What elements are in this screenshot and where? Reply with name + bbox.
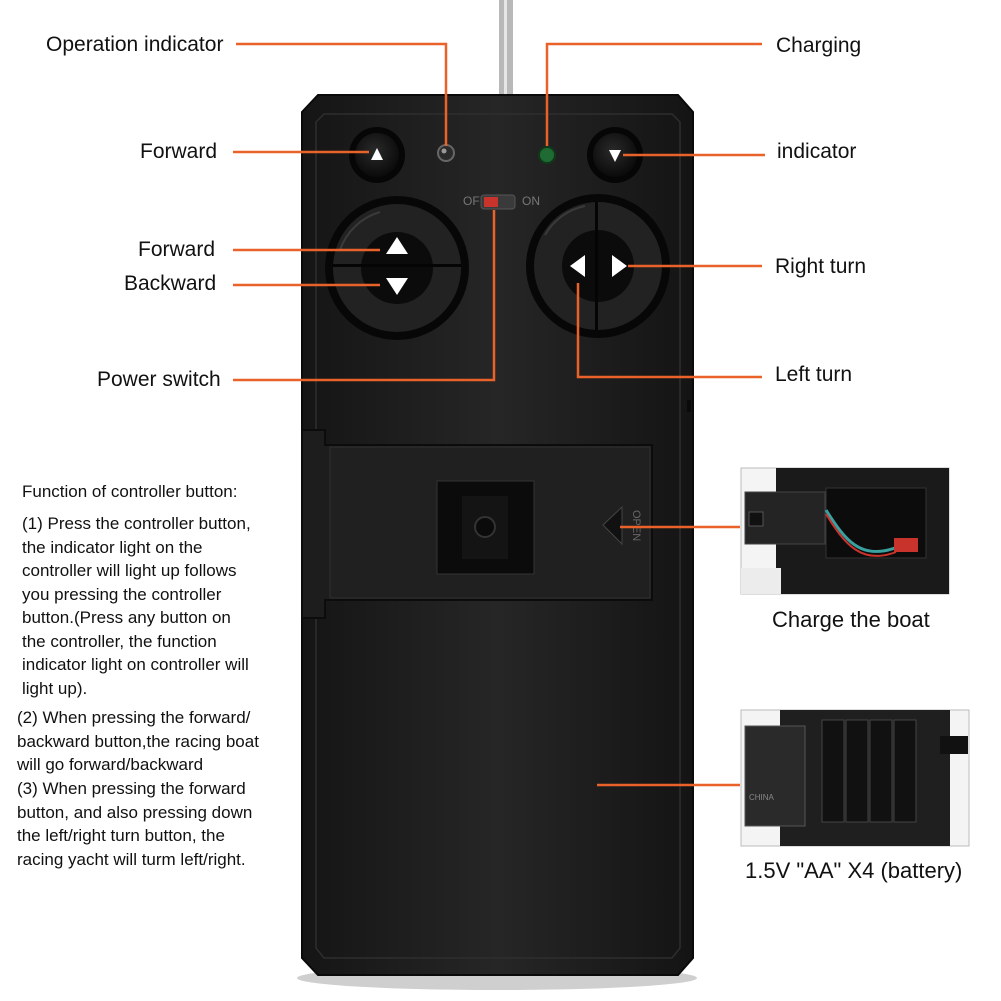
label-forward: Forward	[138, 238, 216, 261]
battery-mark-text: CHINA	[749, 793, 775, 802]
leader-operation-indicator	[236, 42, 448, 146]
label-operation-indicator: Operation indicator	[46, 33, 224, 56]
charging-indicator-light	[538, 146, 556, 164]
left-turn-button[interactable]	[570, 255, 585, 277]
leader-left-turn	[576, 283, 762, 379]
label-left-turn: Left turn	[775, 363, 853, 386]
label-power-switch: Power switch	[97, 368, 221, 391]
function-title: Function of controller button:	[22, 482, 238, 501]
function-item-1: (1) Press the controller button, the ind…	[22, 514, 251, 698]
function-item-2: (2) When pressing the forward/ backward …	[17, 708, 259, 774]
right-turn-button[interactable]	[612, 255, 627, 277]
charge-photo	[740, 467, 950, 595]
backward-button[interactable]	[386, 278, 408, 295]
small-backward-button[interactable]	[587, 127, 643, 183]
battery-photo: CHINA	[740, 709, 970, 847]
label-charging: Charging	[776, 34, 862, 57]
leader-charging	[545, 42, 762, 146]
forward-button[interactable]	[386, 237, 408, 254]
cover-open-text: OPEN	[630, 510, 642, 541]
label-indicator: indicator	[777, 140, 857, 163]
battery-cover[interactable]: OPEN	[301, 429, 653, 619]
leader-lines	[233, 42, 765, 787]
label-right-turn: Right turn	[775, 255, 867, 278]
label-forward-top: Forward	[140, 140, 218, 163]
leader-power-switch	[233, 210, 496, 382]
power-switch-knob[interactable]	[484, 197, 498, 207]
charge-caption: Charge the boat	[772, 607, 930, 632]
operation-indicator-light	[437, 144, 455, 162]
battery-caption: 1.5V "AA" X4 (battery)	[745, 858, 963, 883]
down-arrow-icon	[609, 150, 621, 162]
small-forward-button[interactable]	[349, 127, 405, 183]
switch-on-label: ON	[522, 194, 540, 208]
function-item-3: (3) When pressing the forward button, an…	[17, 779, 253, 869]
open-arrow-icon	[602, 505, 623, 546]
label-backward: Backward	[124, 272, 217, 295]
turn-pad	[526, 194, 670, 338]
up-arrow-icon	[371, 148, 383, 160]
forward-backward-pad	[325, 196, 469, 340]
